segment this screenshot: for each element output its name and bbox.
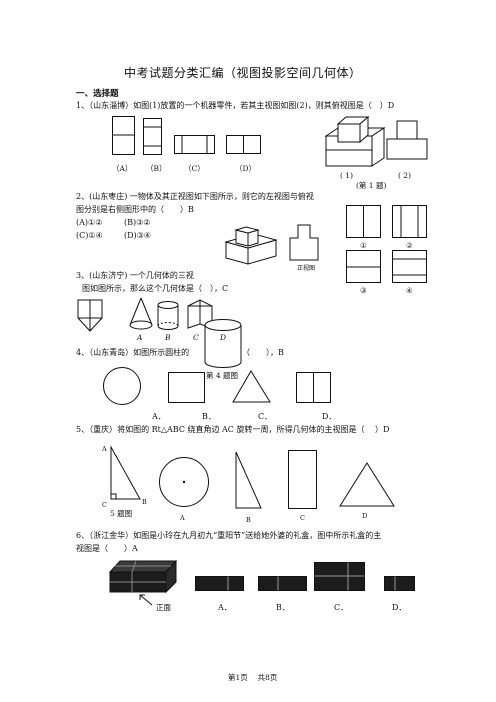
q1-caption: (第 1 题) (356, 181, 387, 190)
q4-option-d-label: D． (322, 412, 337, 421)
q2-option-b: (B)③② (124, 218, 151, 227)
q2-view-4-figure (392, 250, 428, 284)
q4-fig-label: 第 4 题图 (206, 371, 239, 380)
section-heading-choice: 一、选择题 (76, 89, 119, 99)
q4-option-c-label: C． (258, 412, 273, 421)
q1-fig2-label: ( 2) (398, 171, 412, 180)
q4-text: 4、（山东青岛）如图所示圆柱的 (76, 348, 190, 357)
q5-fig-label: 5 题图 (110, 509, 133, 518)
q2-view-3-label: ③ (360, 286, 367, 295)
q3-option-c-label: C (193, 333, 199, 342)
q2-option-c: (C)①④ (76, 231, 103, 240)
page-title: 中考试题分类汇编（视图投影空间几何体） (124, 66, 362, 80)
q5-right-triangle-figure (108, 444, 144, 502)
q6-option-b-figure (258, 576, 308, 592)
q1-option-b-label: （B） (146, 164, 167, 173)
q6-option-c-label: C． (334, 603, 349, 612)
q4-option-a-figure (102, 366, 142, 406)
q4-option-d-figure (296, 372, 332, 404)
q6-front-arrow-icon (136, 593, 156, 607)
q1-option-b-figure (143, 118, 163, 156)
q4-cylinder-figure (203, 318, 243, 370)
q5-option-b-label: B (246, 516, 251, 524)
q2-view-2-label: ② (406, 241, 413, 250)
q2-text-line2: 图分别是右侧图形中的（ ）B (76, 205, 194, 214)
q6-option-d-figure (384, 576, 416, 592)
q1-option-c-figure (174, 135, 216, 155)
q3-option-a-label: A (137, 333, 143, 342)
q4-option-b-figure (168, 372, 206, 404)
q1-option-a-label: （A） (112, 164, 133, 173)
q6-option-a-figure (195, 576, 245, 592)
q3-option-d-label: D (220, 333, 227, 342)
q6-option-c-figure (314, 562, 366, 592)
q2-option-d: (D)③④ (124, 231, 151, 240)
q1-machine-part-figure (324, 114, 390, 168)
q2-view-4-label: ④ (406, 286, 413, 295)
q4-text-tail: （ ），B (242, 348, 284, 357)
q5-option-d-label: D (362, 512, 368, 520)
q4-option-a-label: A． (152, 412, 166, 421)
q6-option-a-label: A． (218, 603, 232, 612)
q2-view-3-figure (346, 250, 382, 284)
q1-option-c-label: （C） (184, 164, 205, 173)
q1-front-view-figure (386, 120, 430, 162)
q2-view-2-figure (392, 205, 428, 239)
q5-option-b-figure (234, 450, 264, 512)
q4-option-c-figure (232, 370, 272, 404)
q3-option-b-figure (128, 296, 154, 332)
q4-option-b-label: B． (202, 412, 216, 421)
q6-text-line1: 6、（浙江金华）如图是小玲在九月初九“重阳节”送给她外婆的礼盒，图中所示礼盒的主 (76, 531, 382, 540)
q6-front-label: 正面 (156, 603, 171, 612)
q5-option-a-figure (158, 456, 210, 508)
q5-option-c-figure (288, 450, 318, 510)
q5-option-d-figure (338, 462, 396, 508)
q6-gift-box-figure (108, 558, 178, 598)
q2-front-view-figure (288, 224, 320, 262)
q1-option-d-label: （D） (235, 164, 257, 173)
q2-text-line1: 2、(山东枣庄) 一物体及其正视图如下图所示，则它的左视图与俯视 (76, 192, 314, 201)
q2-option-a: (A)①② (76, 218, 103, 227)
q2-view-1-figure (346, 205, 382, 239)
q6-option-b-label: B． (276, 603, 290, 612)
q1-option-d-figure (226, 135, 262, 155)
q5-option-a-label: A (180, 514, 185, 522)
q6-option-d-label: D． (392, 603, 407, 612)
q2-front-view-label: 正视图 (297, 265, 316, 272)
q5-label-c: C (102, 501, 107, 509)
q3-option-a-figure (76, 298, 104, 334)
q5-label-b: B (142, 498, 147, 506)
q3-text-line2: 图如图所示，那么这个几何体是（ ），C (82, 284, 229, 293)
q2-object-figure (224, 220, 280, 266)
q1-fig1-label: ( 1) (340, 171, 354, 180)
q3-option-c-figure (156, 300, 180, 332)
q5-label-a: A (102, 445, 107, 453)
q1-text: 1、（山东淄博）如图(1)放置的一个机器零件，若其主视图如图(2)，则其俯视图是… (76, 101, 395, 110)
q2-view-1-label: ① (360, 241, 367, 250)
q1-option-a-figure (112, 116, 136, 156)
q3-option-b-label: B (165, 333, 171, 342)
q5-option-c-label: C (300, 514, 305, 522)
page-footer: 第1页 共8页 (228, 673, 278, 682)
q5-text: 5、（重庆）将如图的 Rt△ABC 绕直角边 AC 旋转一周，所得几何体的主视图… (76, 425, 390, 434)
q3-text-line1: 3、(山东济宁) 一个几何体的三视 (76, 271, 194, 280)
q6-text-line2: 视图是（ ）A (76, 544, 138, 553)
